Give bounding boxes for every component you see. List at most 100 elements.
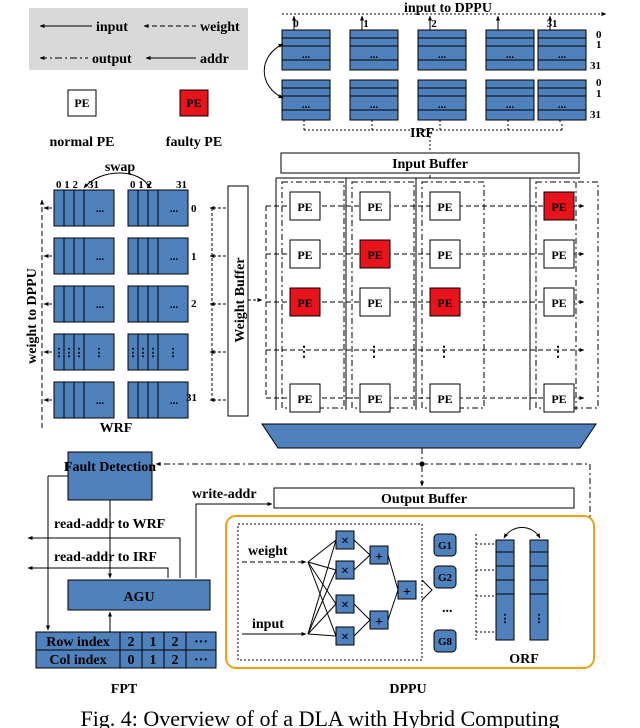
- faulty-pe: [429, 287, 461, 317]
- legend-addr-label: addr: [200, 52, 229, 67]
- faulty-pe: [289, 287, 321, 317]
- pe-label: PE: [367, 248, 382, 262]
- wrf-swap-label: swap: [105, 160, 136, 175]
- wrf-side-arrows: [43, 206, 226, 402]
- legend: input weight output addr PE PE normal PE…: [29, 8, 248, 150]
- wrf-row-label: 2: [191, 298, 197, 310]
- dppu-group-label: G2: [438, 572, 453, 584]
- normal-pe: [289, 191, 321, 221]
- dppu-crossbar-line: [307, 569, 337, 635]
- irf-bank: [537, 29, 587, 71]
- wrf-banks: ..................⋮⋮⋮⋮⋮⋮⋮⋮......: [53, 189, 189, 419]
- dppu-crossbar-line: [307, 539, 337, 563]
- wrf-col-last-left: 31: [88, 179, 99, 191]
- dppu-group-label: G1: [438, 540, 452, 552]
- wrf-col-last-right: 31: [176, 179, 187, 191]
- irf-bank-dots: ...: [506, 49, 515, 61]
- irf-swap-arrow: [263, 43, 284, 99]
- dppu-group-ellipsis: ...: [442, 601, 453, 616]
- fpt-cell-value: ···: [194, 653, 208, 668]
- weight-buffer: [227, 185, 249, 417]
- fpt-cell-value: 2: [128, 635, 135, 650]
- dppu-tree-line: [353, 619, 371, 637]
- dppu-tree-line: [387, 589, 399, 621]
- pe-label: PE: [297, 296, 312, 310]
- pe-vdots: ⋮: [437, 345, 451, 360]
- dppu-crossbar-line: [307, 561, 337, 637]
- agu-label: AGU: [123, 590, 154, 605]
- dppu-tree-line: [387, 554, 399, 591]
- wrf-bank-vdots: ⋮: [74, 347, 85, 359]
- wrf-bank-dots: ...: [170, 299, 179, 311]
- irf-bank-dots: ...: [438, 99, 447, 111]
- input-buffer-label: Input Buffer: [392, 157, 468, 172]
- irf-bank: [349, 79, 399, 121]
- wrf-bank-vdots: ⋮: [138, 347, 149, 359]
- irf-row-label: 31: [590, 60, 601, 72]
- dppu-crossbar-line: [307, 633, 337, 637]
- write-addr-label: write-addr: [192, 487, 257, 502]
- agu-box: [67, 579, 211, 611]
- irf-connector: [303, 122, 563, 130]
- pe-label: PE: [437, 296, 452, 310]
- dppu-multiplier-symbol: ×: [341, 598, 349, 613]
- output-to-dppu: [422, 463, 591, 558]
- irf-col-label: 1: [363, 18, 369, 30]
- dppu-compute-region: [237, 523, 423, 661]
- fault-detection-box: [67, 451, 153, 501]
- fpt-cell-value: ···: [194, 635, 208, 650]
- fpt-cell-value: 2: [172, 635, 179, 650]
- irf-bank-dots: ...: [438, 49, 447, 61]
- dppu-tree: ××××+++: [307, 530, 417, 646]
- weight-to-dppu-label: weight to DPPU: [25, 268, 40, 364]
- normal-pe: [429, 383, 461, 413]
- legend-input-label: input: [96, 20, 128, 35]
- dppu-label: DPPU: [389, 682, 426, 697]
- fpt-cell: [185, 649, 217, 669]
- orf-label: ORF: [509, 652, 539, 667]
- irf-section: input to DPPU ..........................…: [263, 1, 607, 150]
- faulty-pe: [543, 191, 575, 221]
- output-buffer: [273, 487, 575, 509]
- read-addr-irf-label: read-addr to IRF: [54, 550, 157, 565]
- pe-label: PE: [551, 248, 566, 262]
- normal-pe: [289, 383, 321, 413]
- dppu-tree-line: [353, 603, 371, 621]
- pe-label: PE: [367, 296, 382, 310]
- faulty-pe: [359, 239, 391, 269]
- wrf-bank-vdots: ⋮: [148, 347, 159, 359]
- fpt-cell-value: 1: [150, 653, 157, 668]
- fault-detection-label: Fault Detection: [64, 460, 156, 475]
- dppu-group-box: [433, 533, 457, 557]
- wrf-bank-vdots: ⋮: [94, 347, 105, 359]
- fpt-row-label: Row index: [46, 635, 109, 650]
- normal-pe: [359, 191, 391, 221]
- dppu-multiplier-symbol: ×: [341, 564, 349, 579]
- irf-bank: [485, 79, 535, 121]
- read-addr-irf-line: [27, 566, 169, 578]
- dppu-group-bus: [475, 534, 494, 642]
- irf-row-label: 1: [596, 39, 602, 51]
- wrf-bank-dots: ...: [96, 251, 105, 263]
- wrf-bank-dots: ...: [96, 395, 105, 407]
- orf-bank-vdots: ⋮: [534, 613, 545, 625]
- output-buffer-label: Output Buffer: [381, 492, 467, 507]
- irf-bank-dots: ...: [302, 99, 311, 111]
- irf-bank: [281, 79, 331, 121]
- pe-vdots: ⋮: [297, 345, 311, 360]
- dppu-chevron: [421, 579, 433, 601]
- wrf-col-labels-left: 0 1 2: [56, 179, 79, 191]
- normal-pe: [289, 239, 321, 269]
- orf-bank: [529, 539, 549, 641]
- legend-normal-pe-box: [67, 89, 97, 117]
- wrf-section: swap 0 1 2 31 0 1 2 31 .................…: [25, 160, 226, 436]
- irf-bank-dots: ...: [558, 99, 567, 111]
- orf-bank: [495, 539, 515, 641]
- orf-banks: ⋮⋮: [495, 539, 549, 641]
- legend-background: [29, 8, 248, 70]
- irf-bank: [281, 29, 331, 71]
- irf-bank-dots: ...: [558, 49, 567, 61]
- write-addr-line: [195, 502, 273, 578]
